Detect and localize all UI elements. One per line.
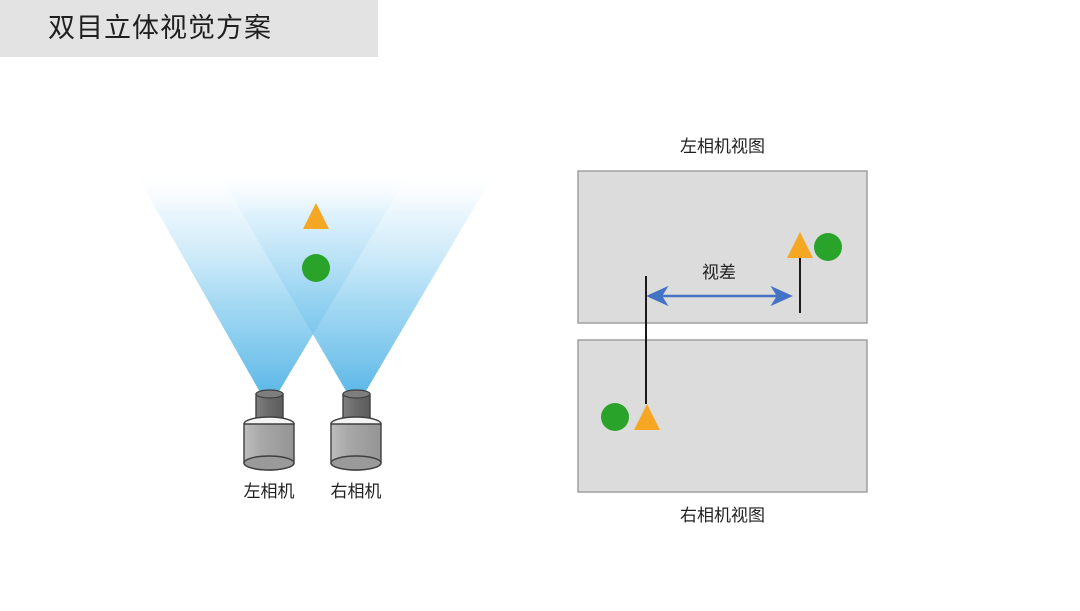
left-view-circle-marker bbox=[814, 233, 842, 261]
left-camera-lens-top bbox=[255, 389, 284, 399]
left-camera-label: 左相机 bbox=[243, 482, 295, 502]
left-camera-view-panel bbox=[577, 170, 868, 324]
left-camera-base bbox=[243, 455, 295, 471]
light-cones bbox=[135, 172, 495, 408]
left-camera-view-caption: 左相机视图 bbox=[680, 137, 765, 157]
right-view-circle-marker bbox=[601, 403, 629, 431]
camera-views-illustration bbox=[540, 0, 1080, 611]
camera-views-svg bbox=[577, 170, 868, 493]
left-view-triangle-marker bbox=[787, 232, 813, 258]
triangle-marker bbox=[303, 203, 329, 229]
right-beam bbox=[218, 172, 495, 408]
right-camera-view-caption: 右相机视图 bbox=[680, 506, 765, 526]
left-camera bbox=[243, 389, 295, 471]
stereo-rig-svg bbox=[135, 172, 495, 471]
right-view-triangle-marker bbox=[634, 404, 660, 430]
circle-marker bbox=[302, 254, 330, 282]
right-camera-label: 右相机 bbox=[330, 482, 382, 502]
title-banner: 双目立体视觉方案 bbox=[0, 0, 378, 57]
disparity-label: 视差 bbox=[702, 263, 736, 283]
stereo-rig-illustration bbox=[135, 172, 495, 471]
right-camera bbox=[330, 389, 382, 471]
right-camera-view-panel bbox=[577, 339, 868, 493]
right-camera-base bbox=[330, 455, 382, 471]
page-title: 双目立体视觉方案 bbox=[48, 13, 272, 44]
right-camera-lens-top bbox=[342, 389, 371, 399]
scene-markers bbox=[302, 203, 330, 282]
